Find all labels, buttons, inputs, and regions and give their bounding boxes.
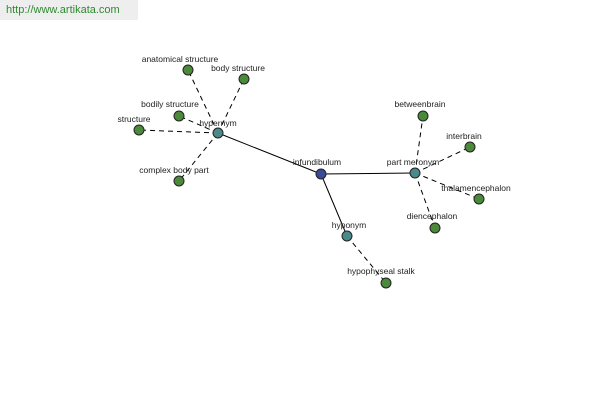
edge-hypernym-to-bodily-structure bbox=[178, 115, 219, 134]
edge-part-meronym-to-diencephalon bbox=[414, 172, 436, 229]
edge-infundibulum-to-hyponym bbox=[320, 173, 348, 237]
node-thalamencephalon[interactable]: thalamencephalon bbox=[441, 183, 511, 205]
edge-infundibulum-to-part-meronym bbox=[320, 172, 416, 175]
edge-hypernym-to-anatomical-structure bbox=[187, 69, 219, 134]
node-label-part-meronym: part meronym bbox=[387, 157, 439, 167]
edge-hypernym-to-complex-body-part bbox=[178, 132, 219, 182]
graph-edges bbox=[138, 69, 480, 284]
node-marker-body-structure[interactable] bbox=[238, 73, 250, 85]
edge-infundibulum-to-hypernym bbox=[217, 132, 322, 175]
node-marker-thalamencephalon[interactable] bbox=[473, 193, 485, 205]
node-label-body-structure: body structure bbox=[211, 63, 265, 73]
node-marker-hyponym[interactable] bbox=[341, 230, 353, 242]
node-label-diencephalon: diencephalon bbox=[407, 211, 458, 221]
node-label-anatomical-structure: anatomical structure bbox=[142, 54, 219, 64]
node-marker-anatomical-structure[interactable] bbox=[182, 64, 194, 76]
node-marker-part-meronym[interactable] bbox=[409, 167, 421, 179]
source-url-link[interactable]: http://www.artikata.com bbox=[6, 4, 120, 16]
edge-hyponym-to-hypophyseal-stalk bbox=[346, 235, 387, 284]
node-anatomical-structure[interactable]: anatomical structure bbox=[142, 54, 219, 76]
node-hyponym[interactable]: hyponym bbox=[332, 220, 367, 242]
node-body-structure[interactable]: body structure bbox=[211, 63, 265, 85]
node-label-thalamencephalon: thalamencephalon bbox=[441, 183, 511, 193]
edge-part-meronym-to-thalamencephalon bbox=[414, 172, 480, 200]
node-marker-hypophyseal-stalk[interactable] bbox=[380, 277, 392, 289]
source-banner: http://www.artikata.com bbox=[0, 0, 138, 20]
edge-part-meronym-to-interbrain bbox=[414, 146, 471, 174]
node-marker-interbrain[interactable] bbox=[464, 141, 476, 153]
node-label-betweenbrain: betweenbrain bbox=[394, 99, 445, 109]
node-label-hyponym: hyponym bbox=[332, 220, 367, 230]
node-marker-betweenbrain[interactable] bbox=[417, 110, 429, 122]
graph-nodes: infundibulum hypernym part meronym hyponym a… bbox=[117, 54, 511, 289]
node-part-meronym[interactable]: part meronym bbox=[387, 157, 439, 179]
node-label-bodily-structure: bodily structure bbox=[141, 99, 199, 109]
node-label-hypernym: hypernym bbox=[199, 118, 236, 128]
node-marker-infundibulum[interactable] bbox=[315, 168, 327, 180]
node-bodily-structure[interactable]: bodily structure bbox=[141, 99, 199, 122]
edge-hypernym-to-structure bbox=[138, 129, 219, 134]
node-infundibulum[interactable]: infundibulum bbox=[293, 157, 341, 180]
node-betweenbrain[interactable]: betweenbrain bbox=[394, 99, 446, 122]
node-marker-structure[interactable] bbox=[133, 124, 145, 136]
node-interbrain[interactable]: interbrain bbox=[446, 131, 482, 153]
node-marker-hypernym[interactable] bbox=[212, 127, 224, 139]
node-label-structure: structure bbox=[117, 114, 150, 124]
edge-part-meronym-to-betweenbrain bbox=[414, 115, 424, 174]
node-label-complex-body-part: complex body part bbox=[139, 165, 209, 175]
edge-hypernym-to-body-structure bbox=[217, 78, 245, 134]
node-diencephalon[interactable]: diencephalon bbox=[407, 211, 458, 234]
node-label-interbrain: interbrain bbox=[446, 131, 482, 141]
node-label-infundibulum: infundibulum bbox=[293, 157, 341, 167]
node-label-hypophyseal-stalk: hypophyseal stalk bbox=[347, 266, 415, 276]
node-complex-body-part[interactable]: complex body part bbox=[139, 165, 209, 187]
node-hypophyseal-stalk[interactable]: hypophyseal stalk bbox=[347, 266, 416, 289]
node-marker-complex-body-part[interactable] bbox=[173, 175, 185, 187]
node-marker-bodily-structure[interactable] bbox=[173, 110, 185, 122]
node-structure[interactable]: structure bbox=[117, 114, 151, 136]
node-marker-diencephalon[interactable] bbox=[429, 222, 441, 234]
node-hypernym[interactable]: hypernym bbox=[199, 118, 237, 139]
